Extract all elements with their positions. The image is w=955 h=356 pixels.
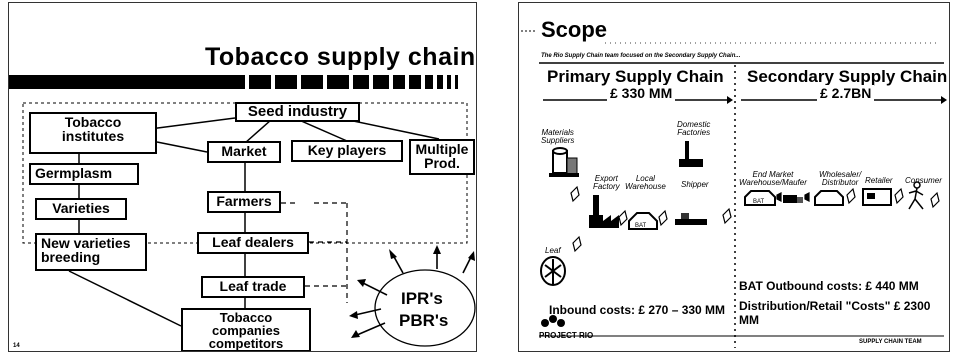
wholesaler-icon [815, 191, 843, 205]
svg-text:BAT: BAT [753, 199, 765, 205]
shipper-label: Shipper [681, 181, 709, 189]
export-factory-icon [589, 195, 619, 228]
page-number: 14 [13, 343, 20, 349]
truck-icon [783, 195, 803, 203]
market-node: Market [207, 141, 281, 163]
secondary-amount: £ 2.7BN [817, 85, 874, 101]
retailer-icon [863, 189, 891, 205]
seed-industry-node: Seed industry [235, 102, 360, 122]
inbound-costs: Inbound costs: £ 270 – 330 MM [549, 303, 725, 317]
pbr-label: PBR's [399, 311, 448, 331]
domestic-factories-icon [679, 141, 703, 167]
tobacco-institutes-node: Tobacco institutes [29, 112, 157, 154]
wholesaler-distributor-label: Wholesaler/ Distributor [819, 171, 861, 187]
shipper-icon [675, 213, 707, 225]
leaf-label: Leaf [545, 247, 561, 255]
end-market-label: End Market Warehouse/Maufer [739, 171, 807, 187]
primary-supply-chain-heading: Primary Supply Chain [547, 67, 724, 87]
local-warehouse-label: Local Warehouse [625, 175, 666, 191]
consumer-label: Consumer [905, 177, 942, 185]
domestic-factories-label: Domestic Factories [677, 121, 710, 137]
new-varieties-breeding-node: New varieties breeding [35, 233, 147, 271]
tobacco-supply-chain-slide: Tobacco supply chain [8, 2, 477, 352]
key-players-node: Key players [291, 140, 403, 162]
consumer-icon [909, 182, 923, 209]
scope-subtitle: The Rio Supply Chain team focused on the… [541, 53, 740, 59]
svg-text:BAT: BAT [635, 223, 647, 229]
project-rio-brand: PROJECT RIO [539, 331, 593, 340]
ipr-label: IPR's [401, 289, 443, 309]
farmers-node: Farmers [207, 191, 281, 213]
primary-amount: £ 330 MM [607, 85, 675, 101]
secondary-supply-chain-heading: Secondary Supply Chain [747, 67, 947, 87]
retailer-label: Retailer [865, 177, 893, 185]
tobacco-companies-node: Tobacco companies competitors [181, 308, 311, 352]
leaf-dealers-node: Leaf dealers [197, 232, 309, 254]
bat-outbound-costs: BAT Outbound costs: £ 440 MM [739, 279, 919, 293]
leaf-icon [541, 257, 565, 285]
multiple-prod-node: Multiple Prod. [409, 139, 475, 175]
varieties-node: Varieties [35, 198, 127, 220]
leaf-trade-node: Leaf trade [201, 276, 305, 298]
distribution-retail-costs: Distribution/Retail "Costs" £ 2300 MM [739, 299, 949, 327]
scope-slide: Scope [518, 2, 950, 352]
materials-suppliers-label: Materials Suppliers [541, 129, 574, 145]
local-warehouse-icon: BAT [629, 213, 657, 229]
end-market-warehouse-icon: BAT [745, 191, 775, 205]
export-factory-label: Export Factory [593, 175, 620, 191]
materials-suppliers-icon [549, 148, 579, 177]
germplasm-node: Germplasm [29, 163, 139, 185]
supply-chain-team-label: SUPPLY CHAIN TEAM [859, 339, 922, 345]
